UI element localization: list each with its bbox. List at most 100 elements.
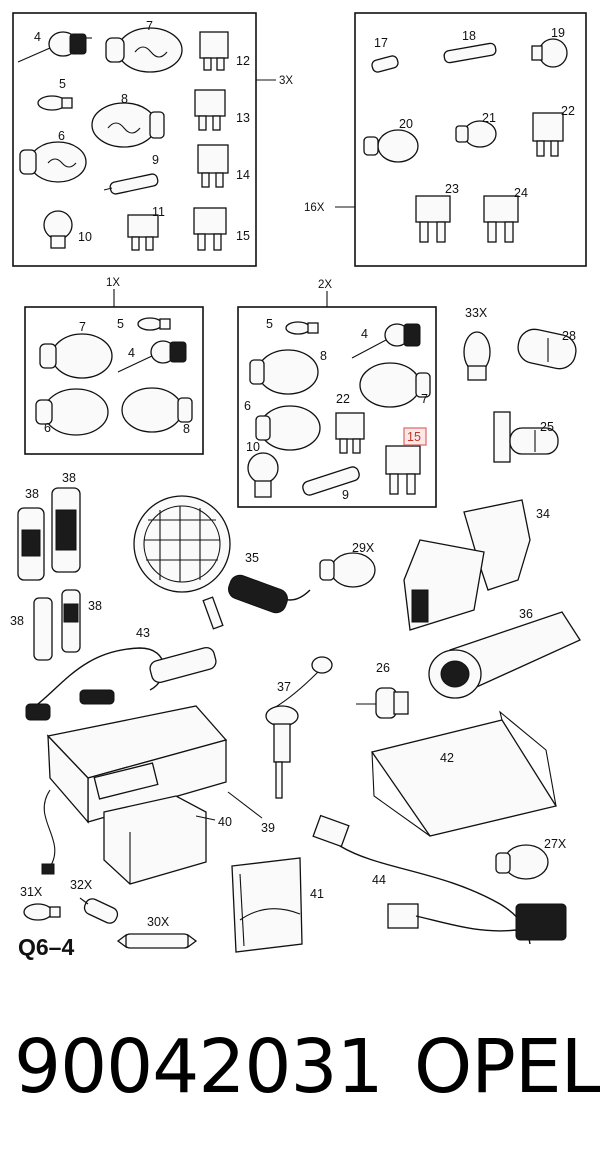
callout-label: 9: [342, 488, 349, 502]
callout-label: 38: [62, 471, 76, 485]
bulb-icon: [517, 328, 577, 370]
callout-label: 10: [78, 230, 92, 244]
bulb-icon: [463, 331, 491, 381]
highlighted-callout-box[interactable]: [403, 427, 427, 446]
bulb-icon: [351, 323, 421, 359]
group-qty-2x: 2X: [318, 279, 332, 291]
group-qty-1x: 1X: [106, 277, 120, 289]
fuse-icon: [194, 89, 226, 131]
bulb-icon: [319, 552, 376, 588]
cd-changer-icon: [41, 705, 228, 875]
bulb-icon: [79, 897, 119, 924]
festoon-bulb-icon: [103, 173, 159, 195]
callout-label: 5: [266, 317, 273, 331]
cd-magazine-icon: [103, 795, 207, 885]
callout-label: 20: [399, 117, 413, 131]
adapter-cable-icon: [25, 646, 217, 721]
callout-label: 9: [152, 153, 159, 167]
brand-name: OPEL: [414, 1024, 600, 1110]
callout-label: 21: [482, 111, 496, 125]
figure-code: Q6–4: [18, 934, 74, 960]
headlamp-bulb-icon: [356, 687, 409, 719]
callout-label: 42: [440, 751, 454, 765]
callout-label: 17: [374, 36, 388, 50]
bulb-icon: [17, 31, 92, 63]
callout-label: 5: [117, 317, 124, 331]
fuse-icon: [335, 412, 365, 454]
callout-label: 28: [562, 329, 576, 343]
wedge-bulb-icon: [371, 55, 399, 73]
festoon-bulb-icon: [302, 466, 360, 496]
bulb-icon: [363, 129, 419, 163]
group-box-2x: 2X 5 4 8 7 6 22: [237, 279, 437, 508]
group-box-16x: 16X 17 18 19 20 21 22: [304, 12, 587, 267]
bulb-icon: [121, 387, 193, 433]
callout-label: 4: [128, 346, 135, 360]
callout-label: 41: [310, 887, 324, 901]
callout-label: 44: [372, 873, 386, 887]
bulb-icon: [247, 452, 279, 498]
bulb-icon: [37, 95, 73, 111]
fuse-icon: [127, 214, 159, 251]
callout-label: 19: [551, 26, 565, 40]
battery-icon: [17, 487, 81, 661]
callout-label: 38: [10, 614, 24, 628]
bulb-icon: [39, 333, 113, 379]
fuse-icon: [385, 445, 421, 495]
bulb-icon: [91, 102, 165, 148]
callout-label: 22: [336, 392, 350, 406]
callout-label: 12: [236, 54, 250, 68]
group-box-1x: 1X 7 5 4 6 8: [24, 277, 204, 455]
bulb-icon: [495, 844, 549, 880]
group-qty-16x: 16X: [304, 202, 325, 214]
callout-label: 13: [236, 111, 250, 125]
fuse-icon: [415, 195, 451, 243]
loose-parts: 33X 28 25 34 29X: [10, 306, 581, 960]
bulb-icon: [43, 210, 73, 249]
festoon-bulb-icon: [443, 42, 497, 64]
callout-label: 31X: [20, 885, 43, 899]
callout-label: 29X: [352, 541, 375, 555]
callout-label: 6: [244, 399, 251, 413]
callout-label: 7: [79, 320, 86, 334]
callout-label: 22: [561, 104, 575, 118]
callout-label: 10: [246, 440, 260, 454]
bulb-icon: [455, 120, 497, 148]
fuse-icon: [193, 207, 227, 251]
bulb-icon: [35, 388, 109, 436]
callout-label: 27X: [544, 837, 567, 851]
callout-label: 8: [320, 349, 327, 363]
callout-label: 30X: [147, 915, 170, 929]
cigar-lighter-icon: [428, 611, 581, 699]
group-qty-3x: 3X: [279, 75, 293, 87]
bulb-icon: [285, 321, 319, 335]
callout-label: 33X: [465, 306, 488, 320]
callout-label: 37: [277, 680, 291, 694]
bulb-icon: [359, 362, 431, 408]
bulb-icon: [531, 38, 568, 68]
callout-label: 6: [44, 421, 51, 435]
callout-label: 35: [245, 551, 259, 565]
callout-label: 7: [421, 392, 428, 406]
fuse-icon: [199, 31, 229, 71]
cd-changer-bracket-icon: [403, 499, 531, 631]
bulb-icon: [137, 317, 171, 331]
festoon-bulb-icon: [116, 933, 198, 949]
bulb-icon: [249, 349, 319, 395]
callout-label: 25: [540, 420, 554, 434]
callout-label: 15: [236, 229, 250, 243]
callout-label: 26: [376, 661, 390, 675]
highlighted-callout-label[interactable]: 15: [407, 430, 421, 444]
callout-label: 5: [59, 77, 66, 91]
bulb-icon: [255, 405, 321, 451]
callout-label: 43: [136, 626, 150, 640]
inspection-lamp-icon: [133, 495, 311, 630]
bulb-icon: [19, 141, 87, 183]
callout-label: 11: [152, 205, 165, 219]
bulb-holder-icon: [493, 411, 559, 463]
callout-label: 38: [25, 487, 39, 501]
callout-label: 7: [146, 19, 153, 33]
callout-label: 4: [34, 30, 41, 44]
manual-booklet-icon: [231, 857, 303, 953]
